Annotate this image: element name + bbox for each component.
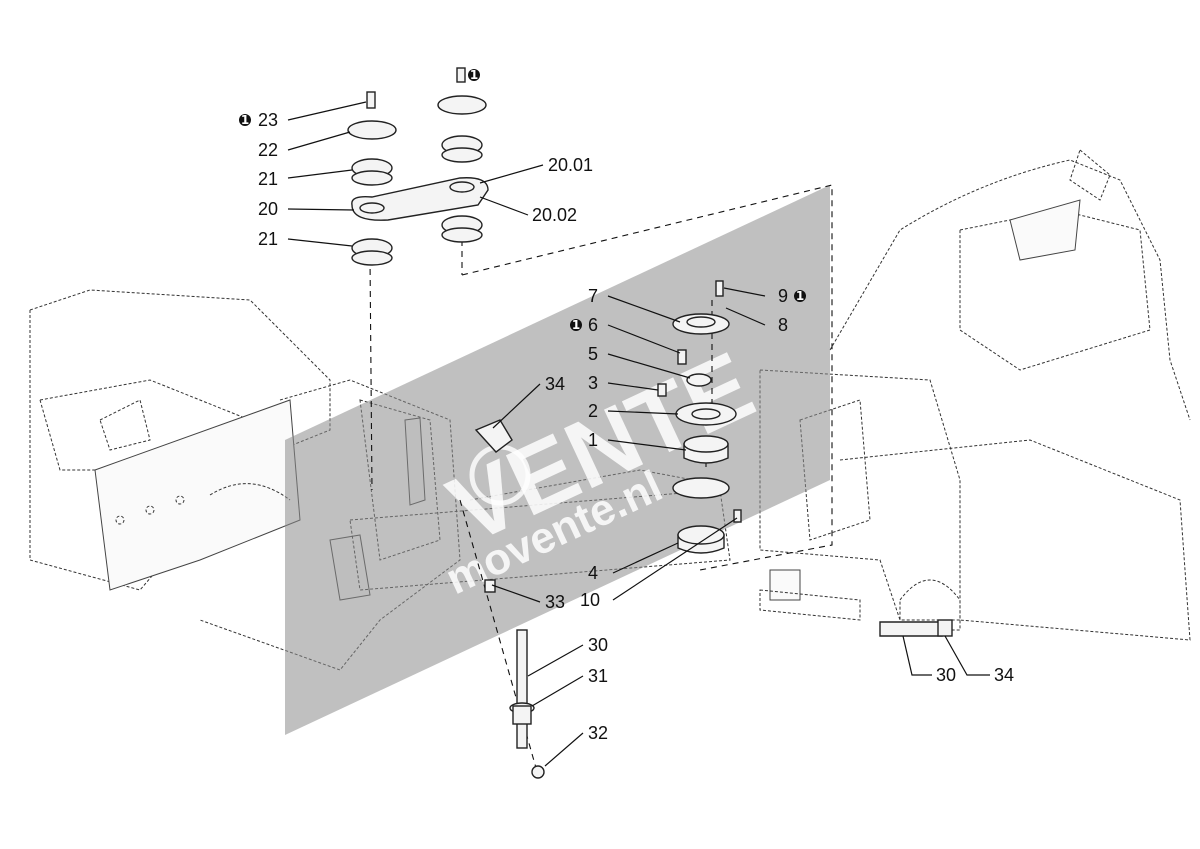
- callout-8: 8: [778, 315, 788, 335]
- callout-20: 20: [258, 199, 278, 219]
- callout-30-left: 30: [588, 635, 608, 655]
- callout-6: 6: [588, 315, 598, 335]
- callout-33: 33: [545, 592, 565, 612]
- svg-text:1: 1: [572, 318, 580, 332]
- right-chassis-frame: [759, 149, 1191, 641]
- callout-21-upper: 21: [258, 169, 278, 189]
- svg-text:1: 1: [796, 289, 804, 303]
- callout-22: 22: [258, 140, 278, 160]
- upper-bearing-stack: [347, 67, 489, 266]
- note-marker-23: [239, 114, 251, 126]
- watermark: VENTE movente.nl: [285, 185, 830, 735]
- callout-31: 31: [588, 666, 608, 686]
- note-marker-6: [570, 319, 582, 331]
- leader-lines: [287, 101, 990, 767]
- callout-3: 3: [588, 373, 598, 393]
- callout-34-upper: 34: [545, 374, 565, 394]
- callout-4: 4: [588, 563, 598, 583]
- svg-text:1: 1: [470, 68, 478, 82]
- callout-9: 9: [778, 286, 788, 306]
- callout-1: 1: [588, 430, 598, 450]
- pin-parts: [474, 419, 953, 779]
- callout-20-02: 20.02: [532, 205, 577, 225]
- callout-7: 7: [588, 286, 598, 306]
- callout-34-right: 34: [994, 665, 1014, 685]
- callout-5: 5: [588, 344, 598, 364]
- callout-32: 32: [588, 723, 608, 743]
- callout-30-right: 30: [936, 665, 956, 685]
- callout-2: 2: [588, 401, 598, 421]
- callout-labels: 1 1 1 1 23 22 21 20 21 20.01 20.02 7 6 5…: [239, 68, 1014, 743]
- pivot-bearing-stack: [657, 280, 742, 554]
- svg-text:1: 1: [241, 113, 249, 127]
- note-marker-top: [468, 69, 480, 81]
- note-marker-9: [794, 290, 806, 302]
- callout-21-lower: 21: [258, 229, 278, 249]
- callout-23: 23: [258, 110, 278, 130]
- callout-10: 10: [580, 590, 600, 610]
- callout-20-01: 20.01: [548, 155, 593, 175]
